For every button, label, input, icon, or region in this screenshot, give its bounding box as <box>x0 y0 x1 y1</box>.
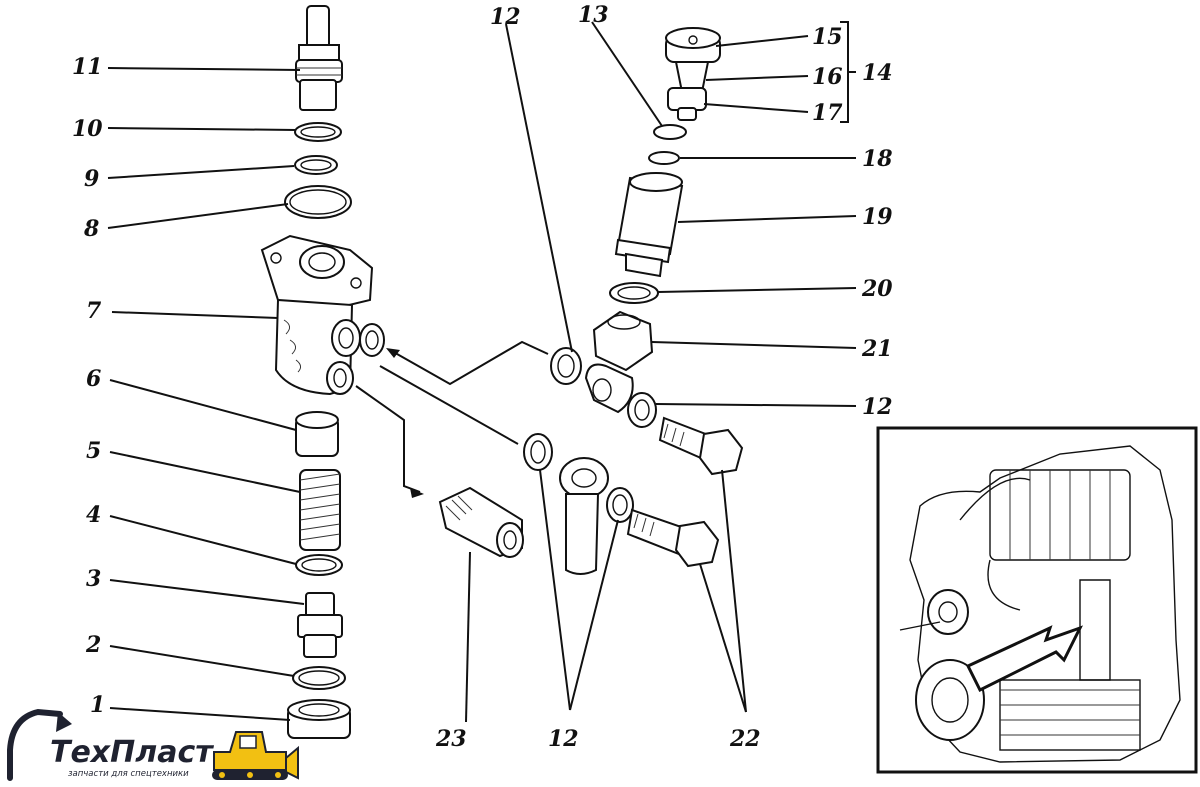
part-15-cap <box>665 27 721 63</box>
techplast-logo: ТехПласт запчасти для спецтехники <box>7 708 299 781</box>
callout-3: 3 <box>86 566 101 592</box>
part-19-sleeve <box>614 172 684 278</box>
callout-12-bottom: 12 <box>548 726 579 752</box>
part-7-valve-body <box>260 234 385 396</box>
part-4-ring <box>295 554 343 576</box>
logo-brand: ТехПласт <box>50 735 214 770</box>
callout-22: 22 <box>729 726 761 752</box>
part-3-valve-seat <box>297 592 343 658</box>
callout-12-right: 12 <box>862 394 893 420</box>
callout-18: 18 <box>862 146 893 172</box>
callout-11: 11 <box>72 54 103 80</box>
part-21-union <box>584 310 654 414</box>
callout-12-top: 12 <box>490 4 521 30</box>
callout-21: 21 <box>861 336 893 362</box>
part-12-washer-c <box>606 487 634 523</box>
part-13-ring <box>653 124 687 140</box>
callout-14: 14 <box>862 60 893 86</box>
part-17-tip <box>667 87 707 121</box>
part-11-valve-stem <box>295 5 343 111</box>
callout-8: 8 <box>83 216 99 242</box>
part-22-bolt-b <box>626 508 720 568</box>
callout-10: 10 <box>72 116 103 142</box>
callout-6: 6 <box>86 366 101 392</box>
callout-5: 5 <box>86 438 101 464</box>
banjo-pipe <box>559 457 609 575</box>
part-2-ring <box>292 666 346 690</box>
callout-23: 23 <box>435 726 467 752</box>
part-12-washer-d <box>627 392 657 428</box>
logo-tagline: запчасти для спецтехники <box>68 769 189 779</box>
callout-19: 19 <box>862 204 893 230</box>
bulldozer-icon <box>212 731 299 780</box>
part-5-spring <box>299 469 341 551</box>
leader-lines <box>107 21 857 723</box>
part-6-cup <box>295 411 339 457</box>
callout-15: 15 <box>812 24 843 50</box>
location-arrow-icon <box>965 625 1084 693</box>
part-1-nut <box>287 699 351 739</box>
part-10-ring <box>294 122 342 142</box>
excavator-arm-icon <box>7 708 72 781</box>
part-18-ring <box>648 151 680 165</box>
callout-17: 17 <box>812 100 843 126</box>
flow-arrows <box>355 340 549 498</box>
callout-labels: 11 10 9 8 7 6 5 4 3 2 1 12 13 15 16 14 1… <box>72 2 893 752</box>
bracket-14 <box>840 21 856 123</box>
callout-1: 1 <box>90 692 105 718</box>
part-20-washer <box>609 282 659 304</box>
callout-9: 9 <box>84 166 99 192</box>
part-9-ring <box>294 155 338 175</box>
part-12-washer-a <box>550 347 582 385</box>
callout-16: 16 <box>812 64 843 90</box>
part-22-bolt-a <box>658 416 744 476</box>
callout-20: 20 <box>861 276 893 302</box>
engine-inset <box>876 426 1198 774</box>
part-12-washer-b <box>523 433 553 471</box>
callout-4: 4 <box>86 502 101 528</box>
engine-illustration <box>899 445 1181 763</box>
callout-2: 2 <box>85 632 101 658</box>
part-23-fitting <box>438 486 524 558</box>
callout-13: 13 <box>578 2 609 28</box>
callout-7: 7 <box>86 298 102 324</box>
part-8-ring <box>284 185 352 219</box>
